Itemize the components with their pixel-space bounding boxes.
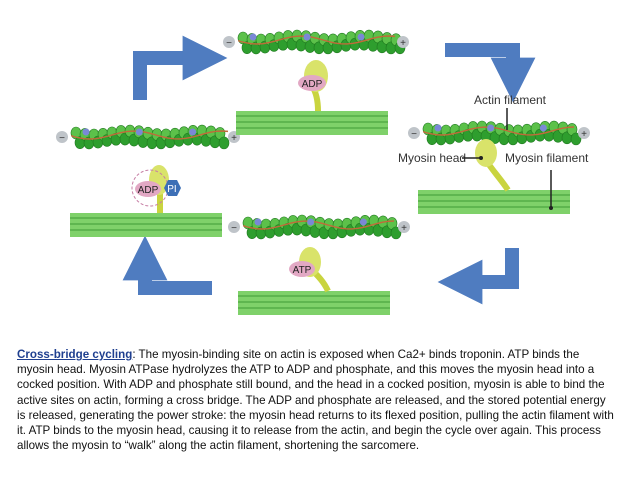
- actin-bead: [218, 136, 230, 150]
- cycle-arrow-bottom-left: [122, 235, 212, 295]
- actin-filament-left: −+: [56, 124, 240, 150]
- plus-end-sign: +: [401, 223, 407, 234]
- actin-filament-bottom: −+: [228, 214, 410, 240]
- minus-end-marker: [223, 36, 235, 48]
- minus-end-sign: −: [411, 129, 417, 140]
- cycle-arrow-top-right: [445, 43, 536, 103]
- troponin-complex: [434, 124, 442, 132]
- troponin-complex: [254, 218, 262, 226]
- plus-end-sign: +: [581, 129, 587, 140]
- minus-end-sign: −: [226, 38, 232, 49]
- actin-filament-label: Actin filament: [474, 93, 547, 107]
- troponin-complex: [303, 33, 311, 41]
- pi-label-left: PI: [167, 184, 176, 195]
- myosin-filament-top: [236, 111, 388, 135]
- troponin-complex: [135, 128, 143, 136]
- actin-filament-top: −+: [223, 29, 409, 55]
- caption: Cross-bridge cycling: The myosin-binding…: [17, 347, 617, 453]
- diagram-labels: Actin filament Myosin head Myosin filame…: [398, 93, 589, 210]
- tropomyosin-strand: [243, 220, 395, 230]
- myosin-filament-right: [418, 190, 570, 214]
- tropomyosin-strand: [71, 130, 229, 140]
- adp-label-top: ADP: [302, 79, 323, 90]
- troponin-complex: [539, 124, 547, 132]
- tropomyosin-strand: [423, 126, 575, 136]
- cycle-arrow-bottom-right: [437, 248, 519, 305]
- troponin-complex: [487, 124, 495, 132]
- troponin-complex: [359, 218, 367, 226]
- minus-end-sign: −: [59, 133, 65, 144]
- plus-end-sign: +: [400, 38, 406, 49]
- cross-bridge-diagram: −+ −+ −+ −+ ADP ADP: [56, 29, 590, 315]
- minus-end-marker: [228, 221, 240, 233]
- caption-body: : The myosin-binding site on actin is ex…: [17, 348, 614, 453]
- cycle-arrow-top-left: [133, 35, 228, 100]
- actin-bead: [570, 132, 582, 146]
- myosin-filament-bottom: [238, 291, 390, 315]
- cycle-arrows: [122, 35, 536, 305]
- plus-end-marker: [578, 127, 590, 139]
- myosin-head-left: ADP PI: [131, 165, 181, 213]
- myosin-filament-label: Myosin filament: [505, 151, 589, 165]
- troponin-complex: [307, 218, 315, 226]
- plus-end-marker: [398, 221, 410, 233]
- troponin-complex: [357, 33, 365, 41]
- troponin-complex: [82, 128, 90, 136]
- adp-label-left: ADP: [138, 185, 159, 196]
- tropomyosin-strand: [238, 35, 396, 45]
- actin-filament-right: −+: [408, 120, 590, 146]
- minus-end-marker: [408, 127, 420, 139]
- troponin-complex: [249, 33, 257, 41]
- myosin-head-bottom: ATP: [289, 247, 331, 293]
- myosin-head-top: ADP: [298, 60, 328, 112]
- minus-end-marker: [56, 131, 68, 143]
- minus-end-sign: −: [231, 223, 237, 234]
- myosin-head-right: [475, 139, 511, 192]
- caption-title: Cross-bridge cycling: [17, 348, 133, 361]
- plus-end-marker: [397, 36, 409, 48]
- myosin-head-label: Myosin head: [398, 151, 466, 165]
- troponin-complex: [189, 128, 197, 136]
- atp-label-bottom: ATP: [293, 265, 312, 276]
- plus-end-sign: +: [231, 133, 237, 144]
- myosin-filament-left: [70, 213, 222, 237]
- actin-bead: [390, 226, 402, 240]
